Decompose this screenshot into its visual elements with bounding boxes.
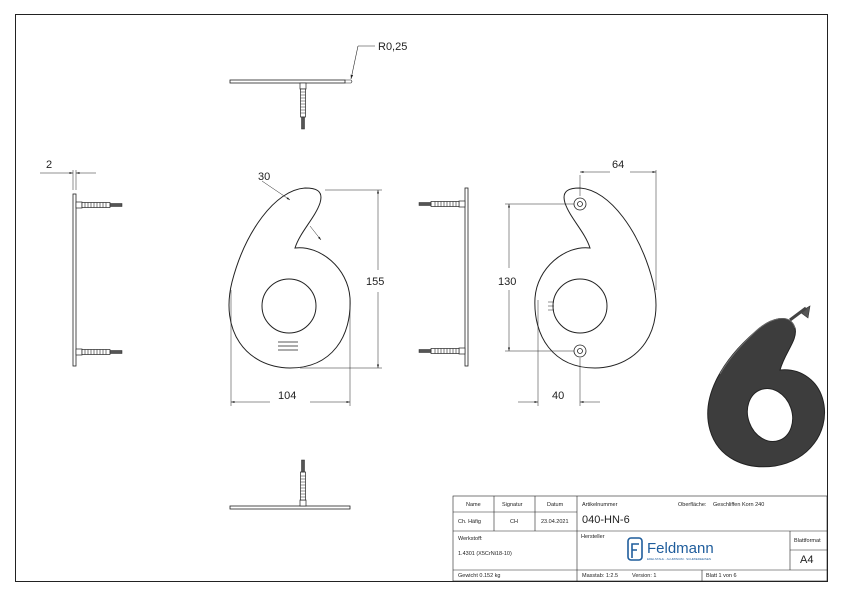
- brand-tagline: EDELSTAHL · ALUMINIUM · SCHMIEDEEISEN: [647, 557, 712, 561]
- article-label: Artikelnummer: [582, 502, 618, 508]
- left-side-view: 2: [40, 159, 123, 367]
- thickness-dimension: 2: [46, 159, 52, 171]
- sheet-number: Blatt 1 von 6: [706, 573, 737, 579]
- sheet-border: [15, 14, 828, 582]
- front-view: 155 104 30: [228, 171, 384, 406]
- format-label: Blattformat: [794, 538, 821, 544]
- height-dimension: 155: [366, 276, 384, 288]
- right-side-view: [418, 187, 469, 367]
- weight: Gewicht 0.152 kg: [458, 573, 501, 579]
- bottom-view: [229, 459, 351, 510]
- signature-header: Signatur: [502, 502, 523, 508]
- brand-name: Feldmann: [647, 540, 714, 557]
- isometric-render: [707, 305, 826, 468]
- hole-spacing-dimension: 130: [498, 276, 516, 288]
- author-name: Ch. Häfig: [458, 519, 481, 525]
- top-radius-dimension: 30: [258, 171, 270, 183]
- top-view: R0,25: [229, 41, 407, 130]
- width-dimension: 104: [278, 390, 296, 402]
- title-block-grid: [452, 495, 828, 582]
- surface-value: Geschliffen Korn 240: [713, 502, 765, 508]
- name-header: Name: [466, 502, 481, 508]
- date-header: Datum: [547, 502, 564, 508]
- surface-label: Oberfläche:: [678, 502, 707, 508]
- author-initials: CH: [510, 519, 518, 525]
- hole-offset-dimension: 64: [612, 159, 624, 171]
- material-label: Werkstoff:: [458, 536, 483, 542]
- manufacturer-label: Hersteller: [581, 534, 605, 540]
- radius-dimension: R0,25: [378, 41, 407, 53]
- date-value: 23.04.2021: [541, 519, 569, 525]
- material-value: 1.4301 (X5CrNi18-10): [458, 551, 512, 557]
- feldmann-logo: [627, 537, 643, 561]
- back-view: 64 130 40: [498, 159, 657, 406]
- format-value: A4: [800, 554, 814, 566]
- hole-x-dimension: 40: [552, 390, 564, 402]
- version: Version: 1: [632, 573, 657, 579]
- scale: Masstab: 1:2.5: [582, 573, 619, 579]
- article-number: 040-HN-6: [582, 514, 630, 526]
